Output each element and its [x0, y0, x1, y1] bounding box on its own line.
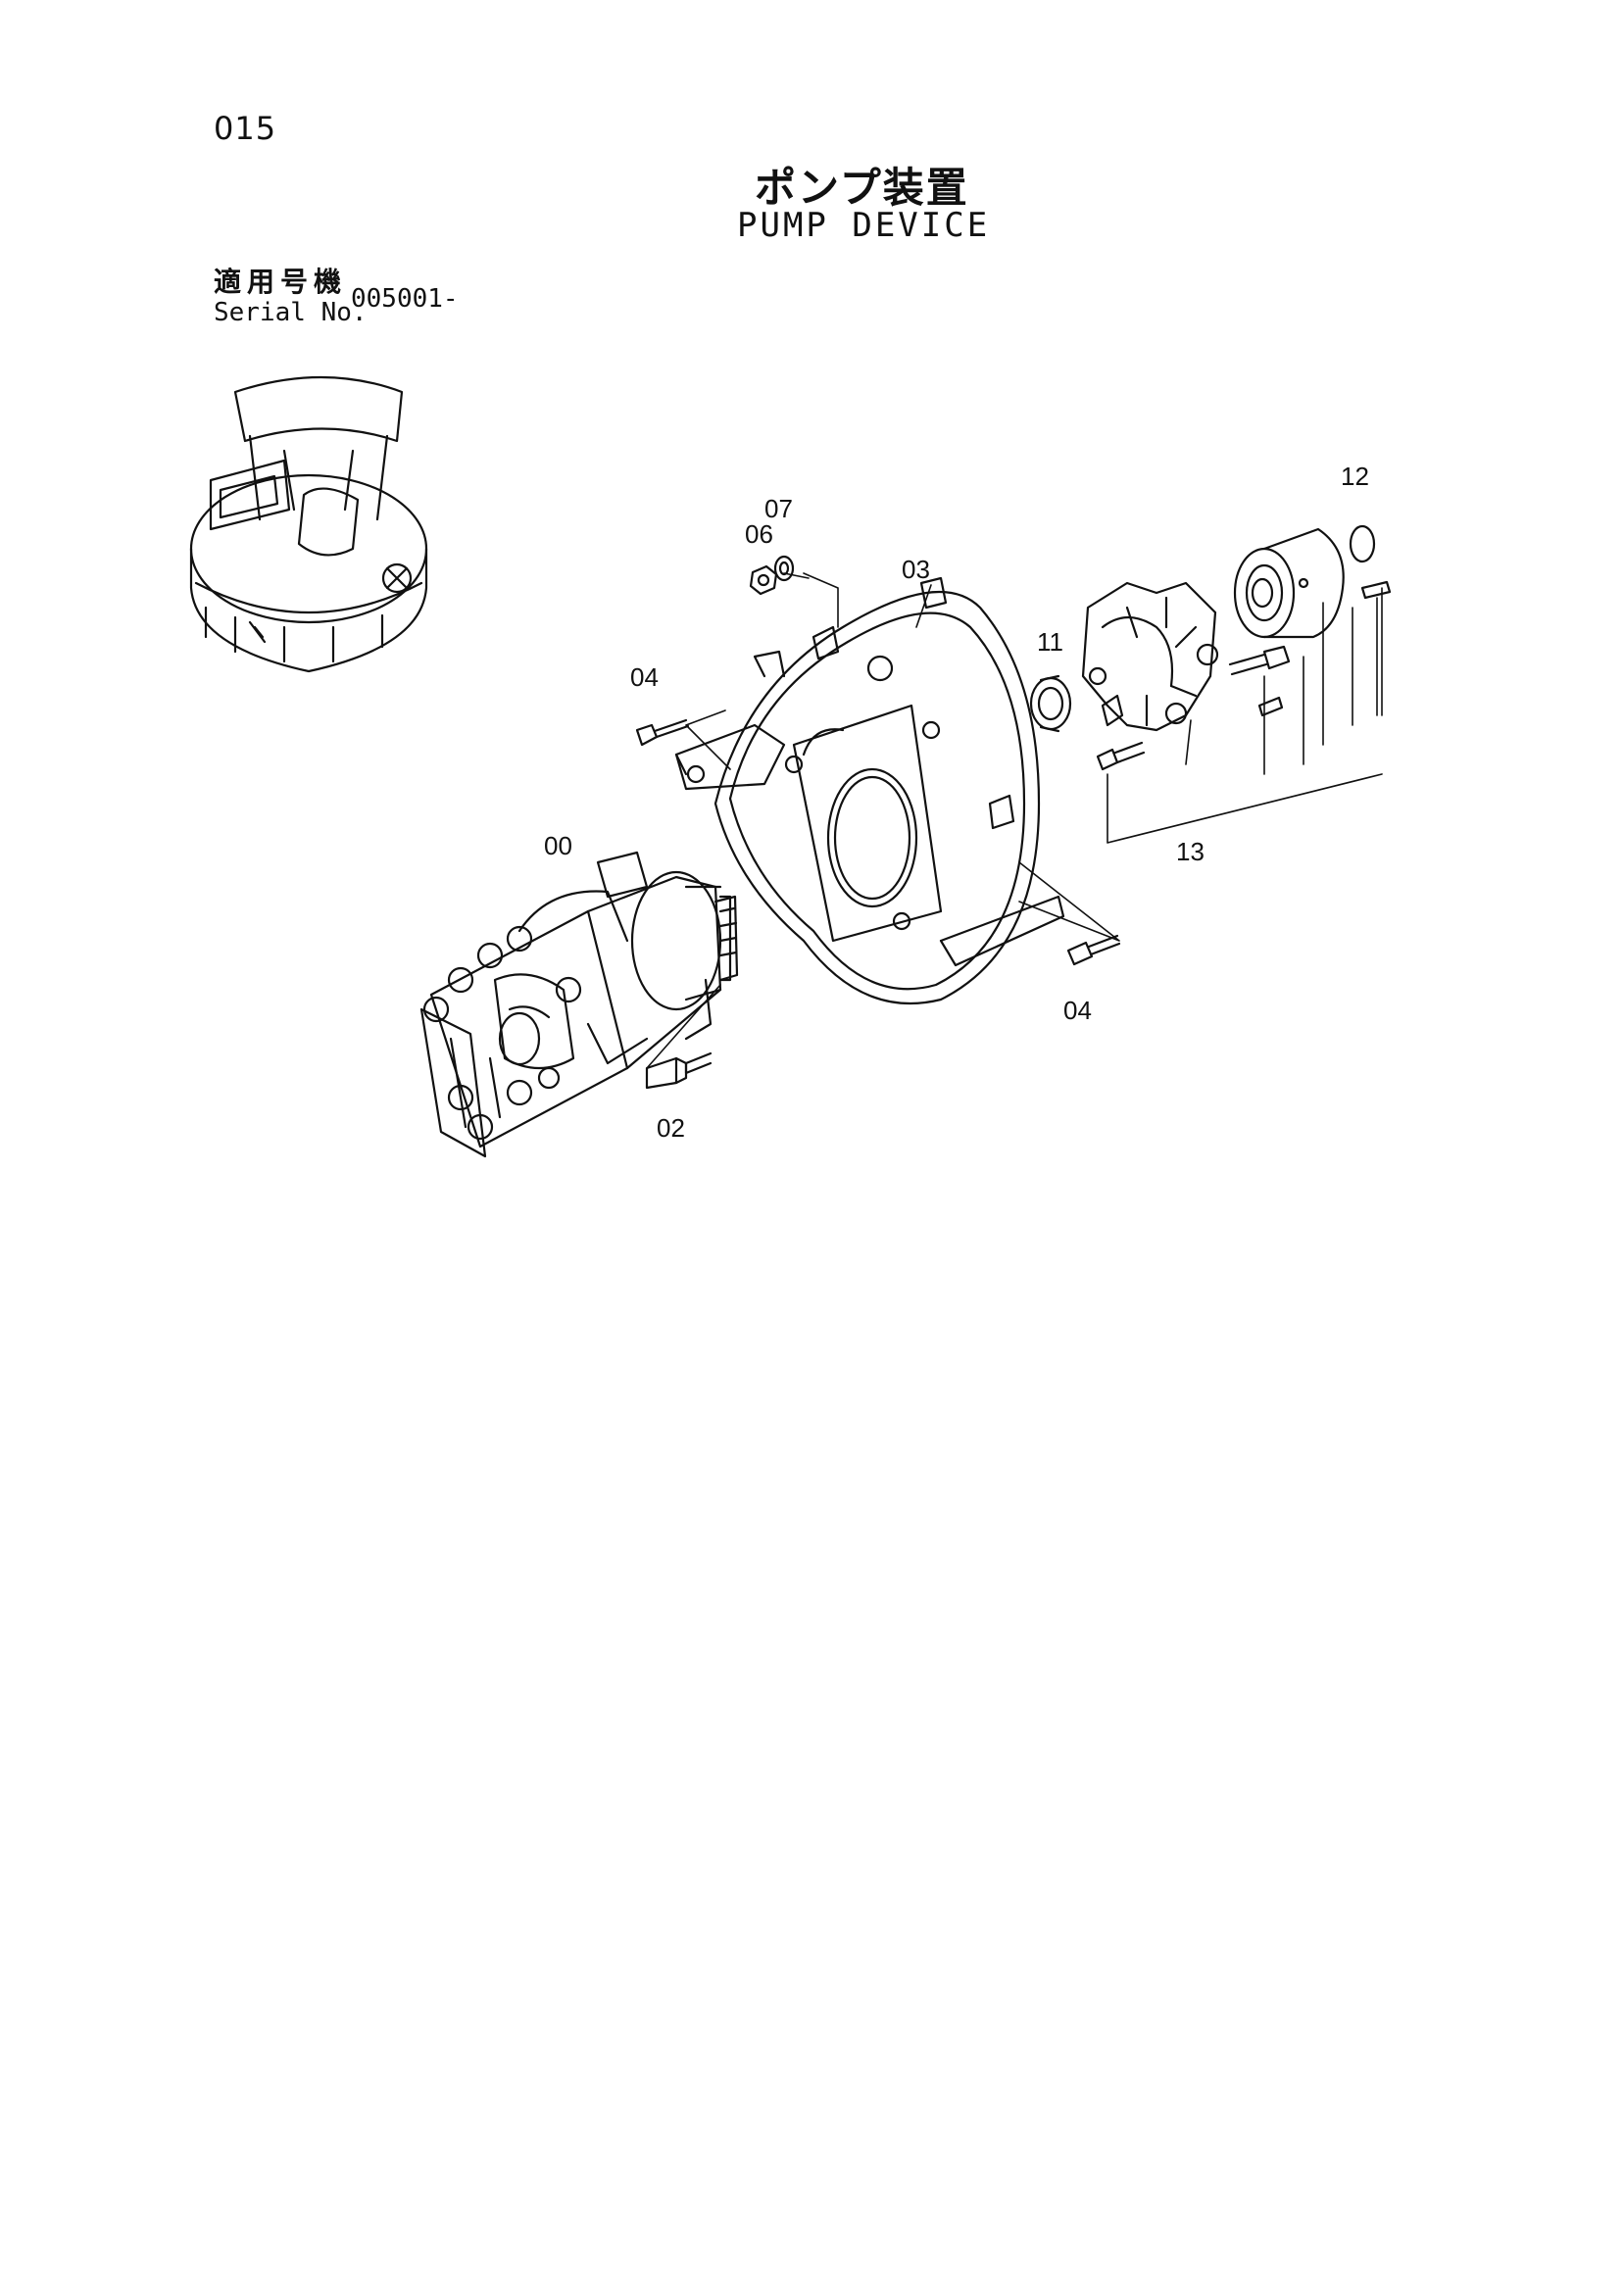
leader-lines: [646, 572, 1383, 1069]
serial-label-english: Serial No.: [214, 298, 368, 327]
nut-06: [749, 564, 778, 596]
title-english: PUMP DEVICE: [737, 206, 991, 245]
snap-ring-12: [1349, 524, 1376, 563]
label-part-04-lower: 04: [1063, 996, 1092, 1025]
coupling-bolts: [1096, 580, 1392, 771]
spline-shaft: [713, 895, 739, 982]
label-part-07: 07: [764, 494, 793, 523]
serial-number-value: 005001-: [351, 284, 459, 314]
label-part-00: 00: [544, 831, 572, 860]
label-part-03: 03: [902, 555, 930, 584]
pump-mount-housing: [674, 576, 1065, 1005]
label-part-13: 13: [1176, 837, 1205, 866]
bolt-04-left: [635, 718, 690, 747]
coupling-hub: [1233, 527, 1345, 639]
bolt-02: [645, 1051, 713, 1090]
label-part-11: 11: [1037, 627, 1063, 657]
part-labels: 00 02 03 04 04 06 07 11 12 13: [544, 462, 1369, 1143]
washer-07: [773, 555, 795, 582]
label-part-06: 06: [745, 519, 773, 549]
main-pump-body: [419, 851, 732, 1158]
serial-label-japanese: 適用号機: [214, 266, 348, 298]
label-part-02: 02: [657, 1113, 685, 1143]
label-part-12: 12: [1341, 462, 1369, 491]
flexible-coupling-13: [1081, 581, 1219, 732]
title-japanese: ポンプ装置: [755, 164, 969, 212]
bolt-04-right: [1066, 934, 1121, 966]
machine-locator-thumbnail: [189, 375, 428, 673]
label-part-04-upper: 04: [630, 662, 659, 692]
page-number: 015: [214, 110, 277, 147]
bearing-11: [1029, 674, 1072, 733]
